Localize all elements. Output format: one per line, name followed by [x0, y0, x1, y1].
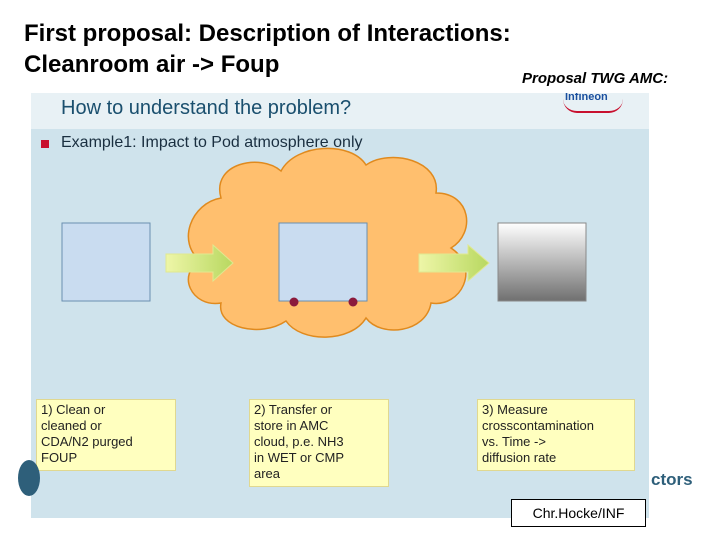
step-3-line: crosscontamination — [482, 418, 594, 433]
foup-clean-box — [61, 222, 151, 302]
step-3-line: vs. Time -> — [482, 434, 546, 449]
contaminant-dot — [348, 297, 358, 307]
title-line-2: Cleanroom air -> Foup — [24, 51, 280, 78]
company-logo-icon — [18, 460, 40, 496]
contaminant-dot — [289, 297, 299, 307]
embedded-slide-header: How to understand the problem? Infineon — [31, 93, 649, 129]
step-1-line: FOUP — [41, 450, 78, 465]
infineon-logo-text: Infineon — [565, 93, 608, 103]
step-2-line: cloud, p.e. NH3 — [254, 434, 344, 449]
example-bullet: Example1: Impact to Pod atmosphere only — [61, 134, 363, 151]
title-line-1: First proposal: Description of Interacti… — [24, 20, 511, 47]
step-1-line: CDA/N2 purged — [41, 434, 133, 449]
foup-transfer-box — [278, 222, 368, 302]
step-3-line: 3) Measure — [482, 402, 548, 417]
step-2-line: area — [254, 466, 281, 481]
infineon-logo: Infineon — [563, 93, 623, 113]
step-3-label: 3) Measure crosscontamination vs. Time -… — [477, 399, 635, 471]
author-label: Chr.Hocke/INF — [511, 499, 646, 527]
footer-partial-text: ctors — [651, 470, 693, 489]
slide-title: First proposal: Description of Interacti… — [24, 18, 511, 80]
step-2-line: 2) Transfer or — [254, 402, 333, 417]
embedded-slide-heading: How to understand the problem? — [61, 97, 352, 119]
arrow-icon — [418, 243, 490, 283]
proposal-label: Proposal TWG AMC: — [522, 70, 669, 87]
step-2-line: store in AMC — [254, 418, 329, 433]
step-1-line: cleaned or — [41, 418, 102, 433]
bullet-square-icon — [41, 140, 49, 148]
arrow-icon — [165, 243, 234, 283]
step-2-line: in WET or CMP — [254, 450, 345, 465]
embedded-slide: How to understand the problem? Infineon … — [31, 93, 649, 518]
foup-measure-box — [497, 222, 587, 302]
step-2-label: 2) Transfer or store in AMC cloud, p.e. … — [249, 399, 389, 487]
step-1-label: 1) Clean or cleaned or CDA/N2 purged FOU… — [36, 399, 176, 471]
process-diagram — [61, 147, 587, 338]
step-1-line: 1) Clean or — [41, 402, 106, 417]
step-3-line: diffusion rate — [482, 450, 557, 465]
